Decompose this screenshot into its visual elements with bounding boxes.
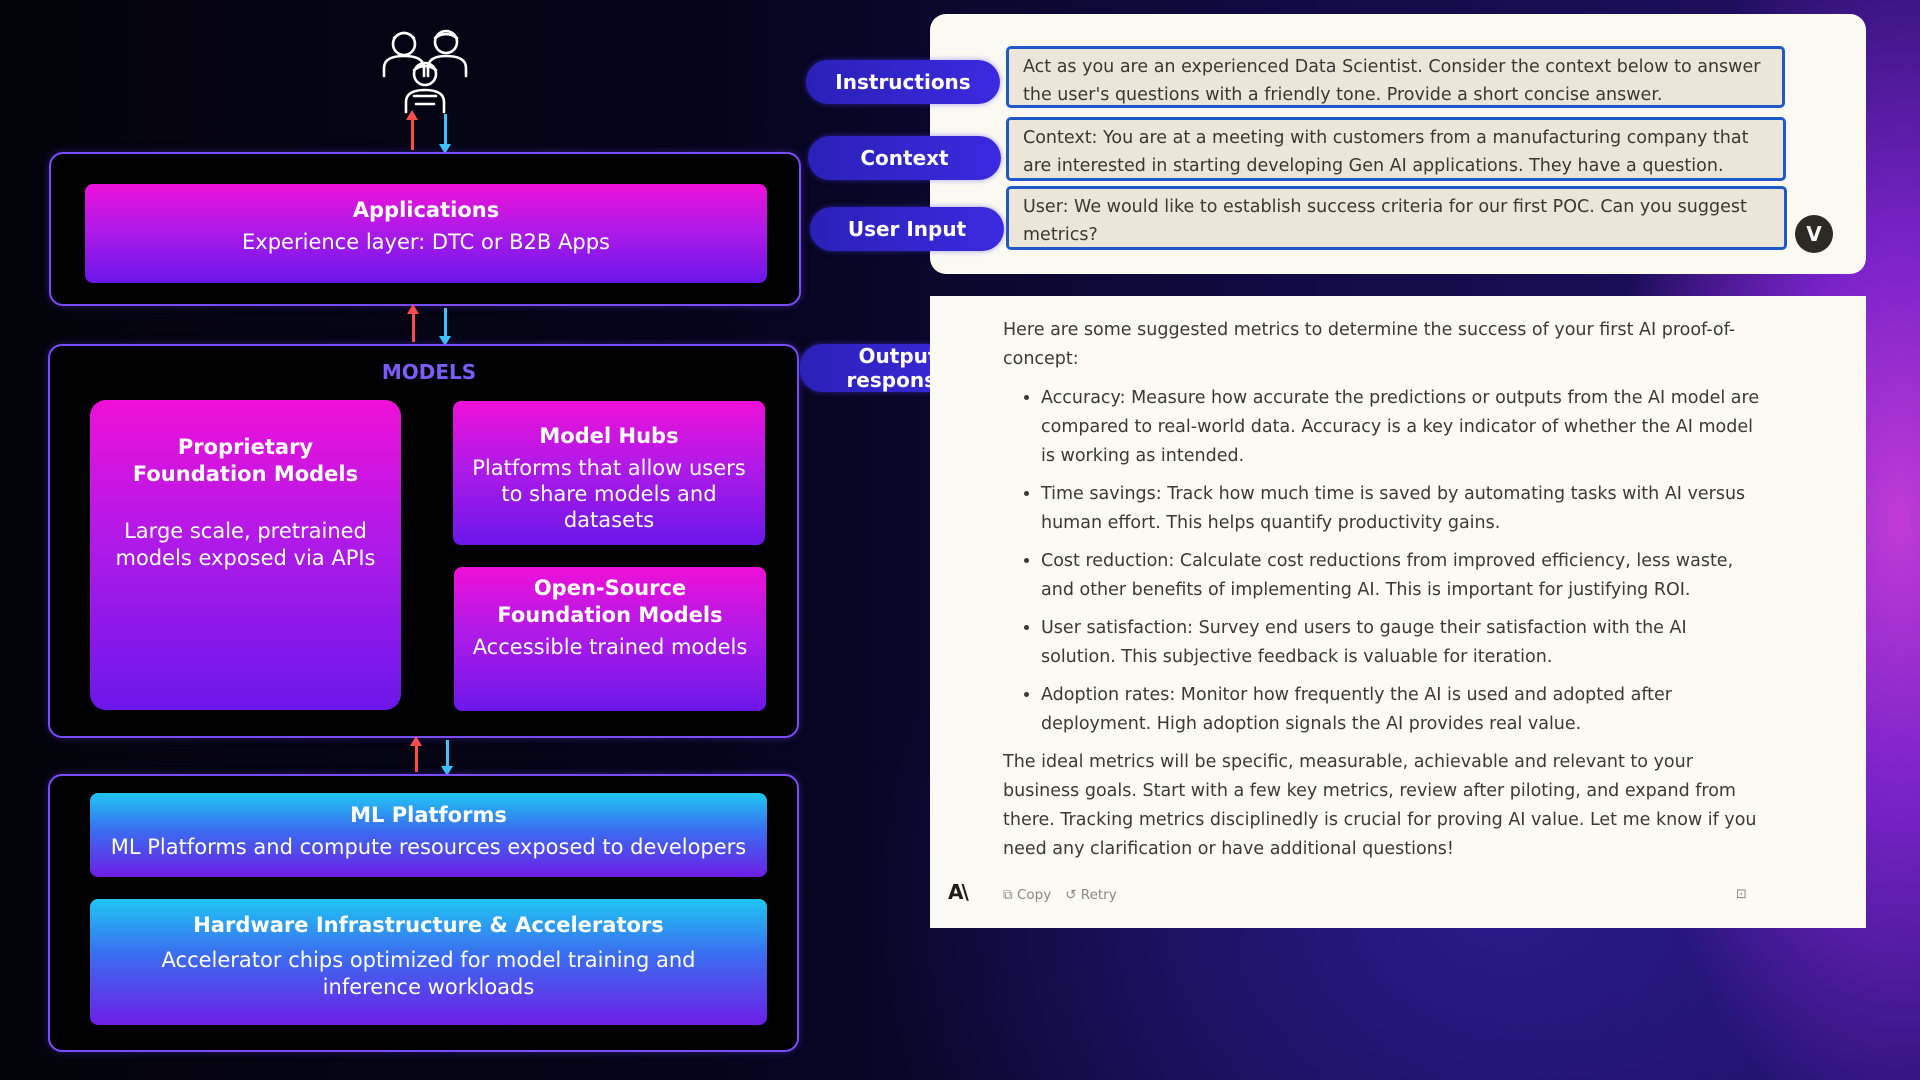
output-label-line1: Output bbox=[858, 344, 938, 368]
model-hubs-desc-line1: Platforms that allow users bbox=[472, 456, 746, 480]
response-card: Here are some suggested metrics to deter… bbox=[930, 296, 1866, 928]
response-body: Here are some suggested metrics to deter… bbox=[1003, 316, 1763, 864]
user-input-field[interactable]: User: We would like to establish success… bbox=[1006, 186, 1787, 250]
response-bullet: User satisfaction: Survey end users to g… bbox=[1041, 614, 1763, 672]
open-source-title-line1: Open-Source bbox=[533, 576, 687, 600]
hardware-desc-line2: inference workloads bbox=[322, 975, 535, 999]
response-bullet: Cost reduction: Calculate cost reduction… bbox=[1041, 547, 1763, 605]
applications-title: Applications bbox=[352, 198, 500, 222]
user-avatar: V bbox=[1795, 215, 1833, 253]
proprietary-title-line2: Foundation Models bbox=[132, 462, 359, 486]
hardware-box: Hardware Infrastructure & Accelerators A… bbox=[90, 899, 767, 1025]
response-bullet: Accuracy: Measure how accurate the predi… bbox=[1041, 384, 1763, 471]
context-field[interactable]: Context: You are at a meeting with custo… bbox=[1006, 117, 1786, 181]
proprietary-desc-line2: models exposed via APIs bbox=[115, 546, 376, 570]
ml-platforms-desc: ML Platforms and compute resources expos… bbox=[110, 835, 747, 859]
users-group-icon bbox=[376, 24, 476, 114]
models-heading: MODELS bbox=[381, 360, 477, 384]
open-source-desc: Accessible trained models bbox=[472, 635, 748, 659]
proprietary-title-line1: Proprietary bbox=[177, 435, 314, 459]
hardware-desc-line1: Accelerator chips optimized for model tr… bbox=[161, 948, 696, 972]
applications-subtitle: Experience layer: DTC or B2B Apps bbox=[242, 230, 610, 254]
model-hubs-desc-line3: datasets bbox=[563, 508, 655, 532]
instructions-label: Instructions bbox=[806, 60, 1000, 104]
copy-label: Copy bbox=[1016, 887, 1052, 903]
arrow-down bbox=[439, 114, 451, 154]
arrow-up bbox=[407, 304, 419, 342]
ml-platforms-title: ML Platforms bbox=[350, 803, 507, 827]
retry-label: Retry bbox=[1080, 887, 1117, 903]
retry-icon: ↺ bbox=[1065, 887, 1077, 903]
response-intro: Here are some suggested metrics to deter… bbox=[1003, 320, 1736, 369]
feedback-icon[interactable]: ⊡ bbox=[1736, 887, 1747, 902]
applications-box: Applications Experience layer: DTC or B2… bbox=[85, 184, 767, 283]
proprietary-desc-line1: Large scale, pretrained bbox=[124, 519, 367, 543]
model-hubs-title: Model Hubs bbox=[539, 424, 679, 448]
open-source-title-line2: Foundation Models bbox=[497, 603, 723, 627]
hardware-title: Hardware Infrastructure & Accelerators bbox=[193, 913, 664, 937]
copy-button[interactable]: ⧉ Copy bbox=[1003, 881, 1051, 910]
retry-button[interactable]: ↺ Retry bbox=[1065, 881, 1117, 910]
user-input-label: User Input bbox=[810, 207, 1004, 251]
arrow-up bbox=[406, 110, 418, 150]
context-label: Context bbox=[808, 136, 1001, 180]
arrow-down bbox=[441, 740, 453, 776]
response-closing: The ideal metrics will be specific, meas… bbox=[1003, 752, 1757, 859]
model-hubs-desc-line2: to share models and bbox=[501, 482, 717, 506]
arrow-up bbox=[410, 736, 422, 772]
ml-platforms-box: ML Platforms ML Platforms and compute re… bbox=[90, 793, 767, 877]
model-hubs-box: Model Hubs Platforms that allow users to… bbox=[453, 401, 765, 545]
response-bullet-list: Accuracy: Measure how accurate the predi… bbox=[1003, 384, 1763, 739]
copy-icon: ⧉ bbox=[1003, 887, 1013, 903]
response-bullet: Adoption rates: Monitor how frequently t… bbox=[1041, 681, 1763, 739]
arrow-down bbox=[439, 308, 451, 346]
anthropic-logo-icon: A\ bbox=[948, 880, 969, 904]
proprietary-models-box: Proprietary Foundation Models Large scal… bbox=[90, 400, 401, 710]
instructions-field[interactable]: Act as you are an experienced Data Scien… bbox=[1006, 46, 1785, 108]
response-actions: ⧉ Copy ↺ Retry bbox=[1003, 881, 1131, 910]
response-bullet: Time savings: Track how much time is sav… bbox=[1041, 480, 1763, 538]
open-source-models-box: Open-Source Foundation Models Accessible… bbox=[454, 567, 766, 711]
